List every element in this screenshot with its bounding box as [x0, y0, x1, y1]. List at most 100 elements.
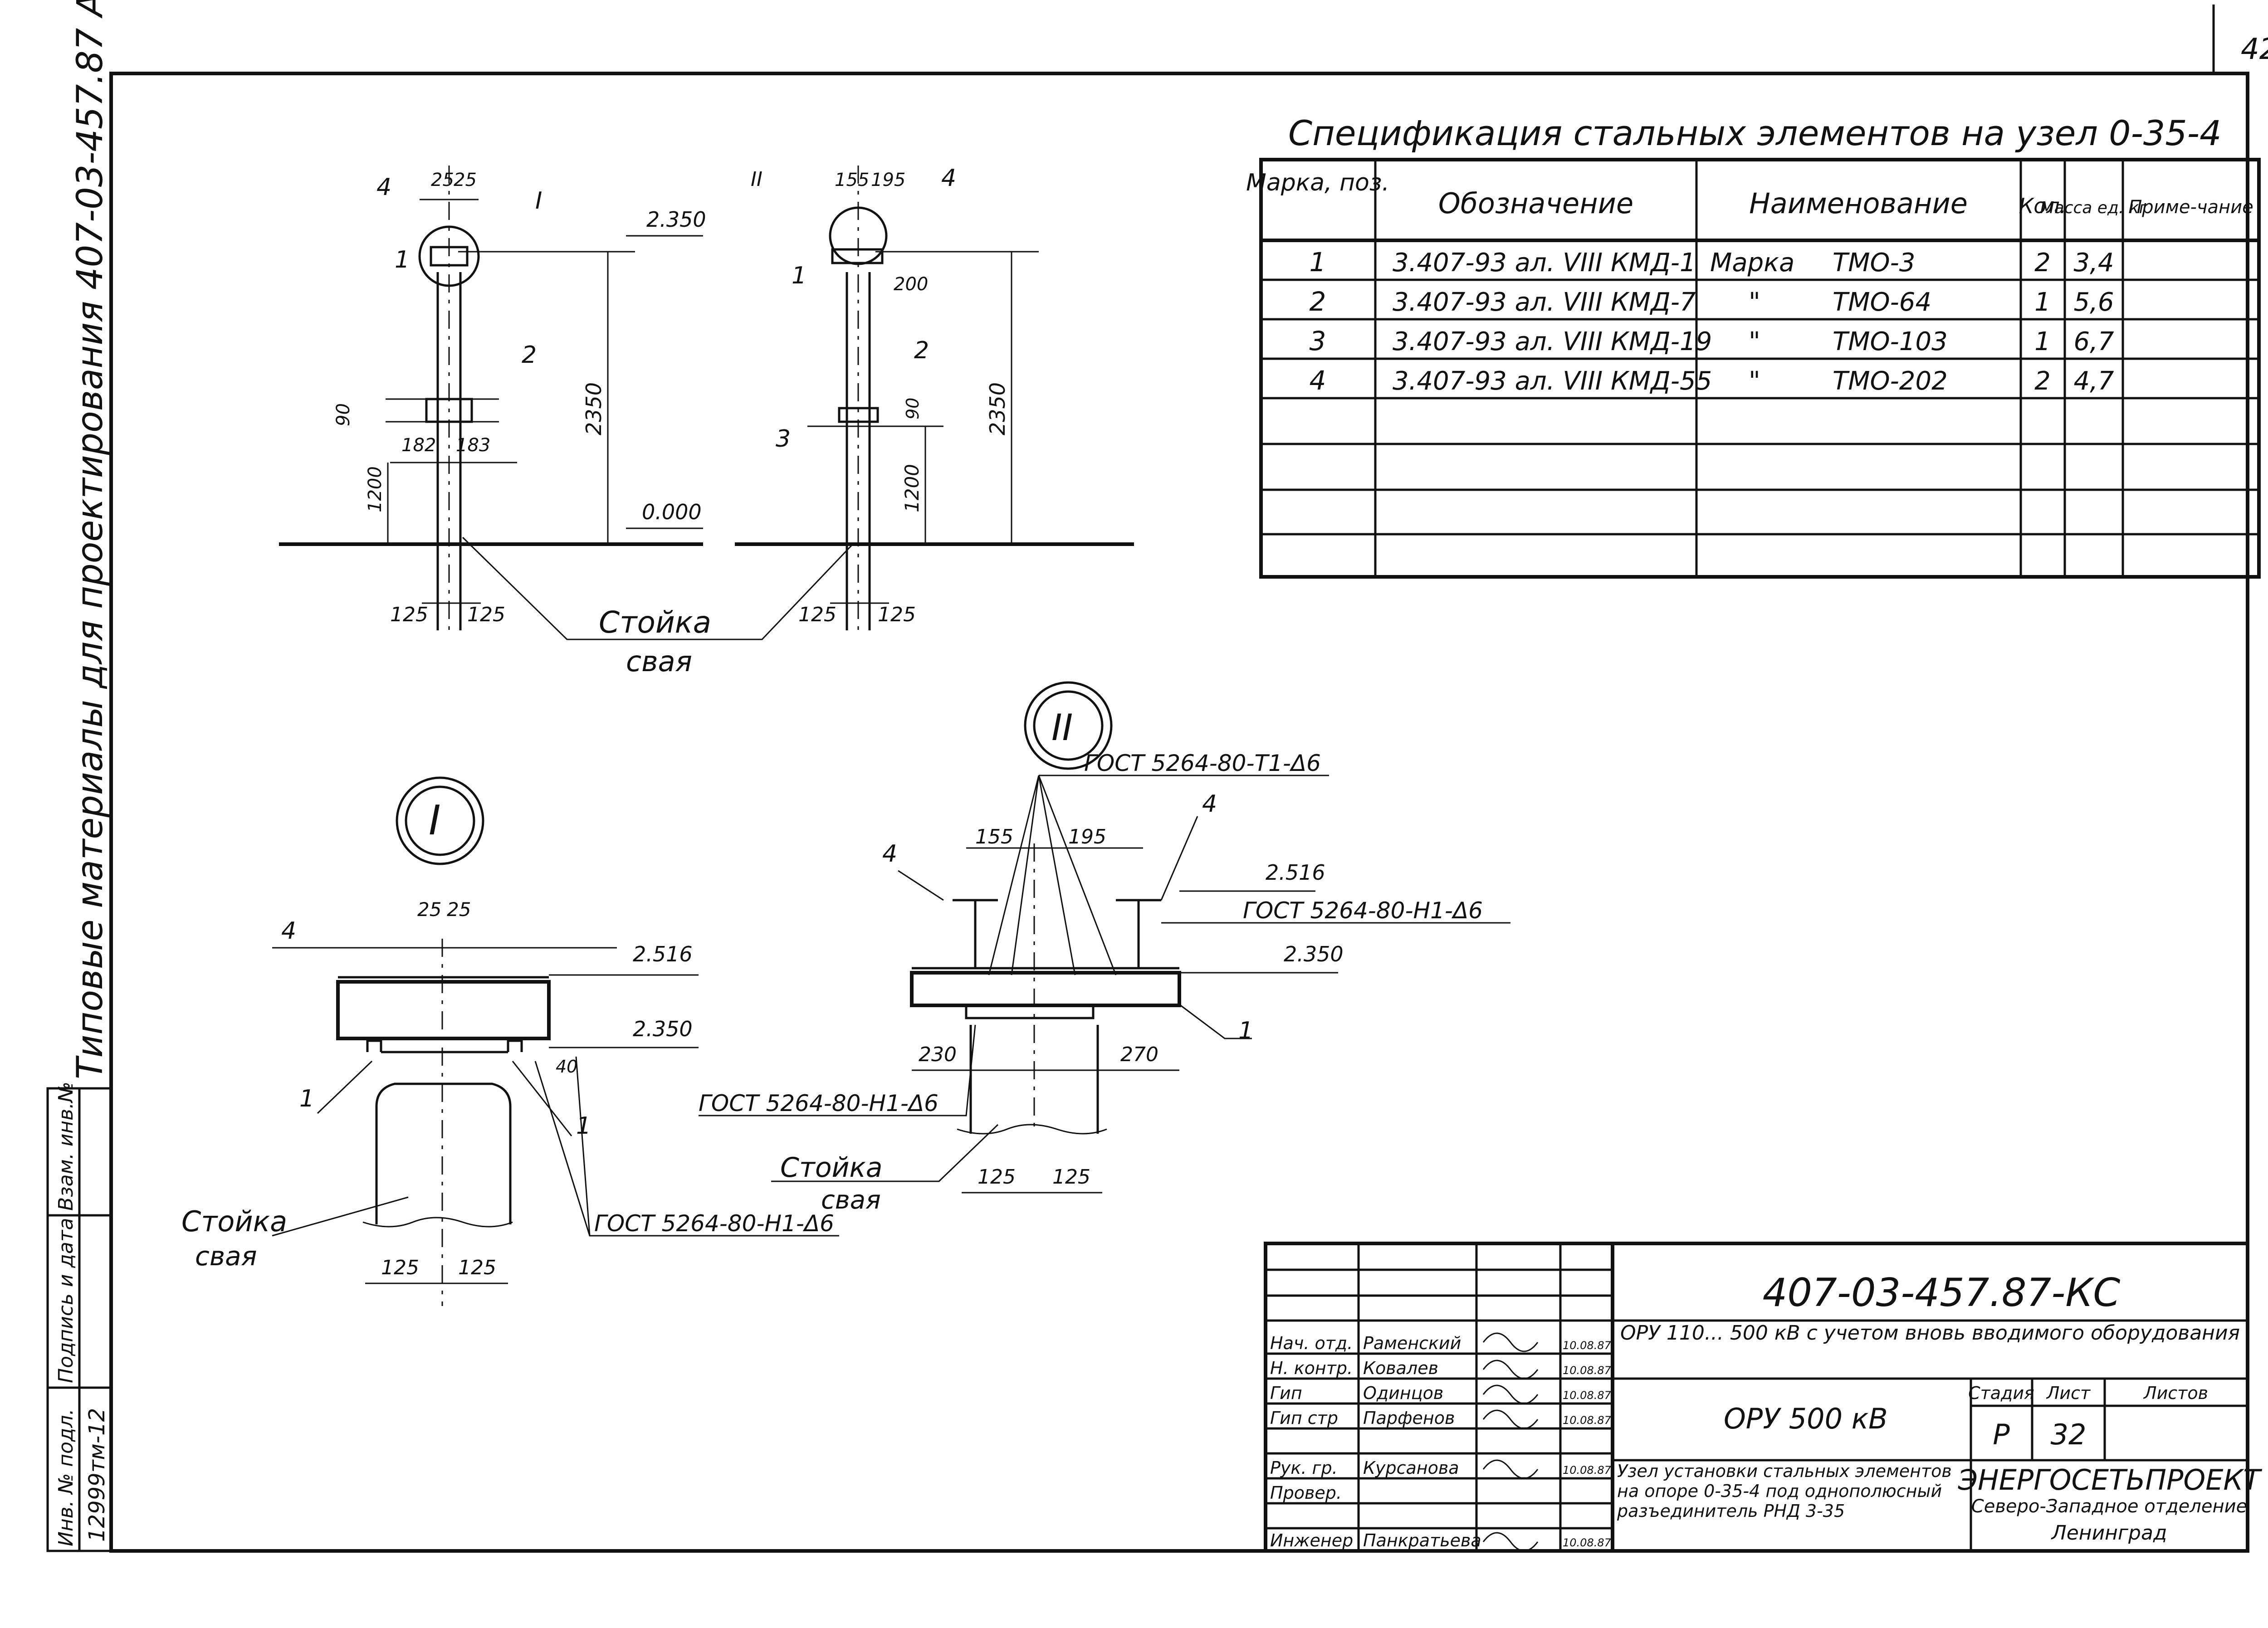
svg-text:3.407-93 ал. VIII КМД-1: 3.407-93 ал. VIII КМД-1 — [1393, 248, 1696, 278]
svg-text:25: 25 — [417, 898, 441, 921]
svg-text:Инженер: Инженер — [1270, 1531, 1353, 1550]
svg-text:": " — [1749, 288, 1760, 317]
svg-text:5,6: 5,6 — [2073, 288, 2114, 317]
svg-text:125: 125 — [878, 603, 916, 626]
title-block: 407-03-457.87-КС ОРУ 110... 500 кВ с уче… — [1264, 1242, 2263, 1553]
svg-text:3.407-93 ал. VIII КМД-7: 3.407-93 ал. VIII КМД-7 — [1393, 288, 1696, 317]
svg-text:40: 40 — [556, 1057, 577, 1077]
svg-text:Нач. отд.: Нач. отд. — [1270, 1333, 1353, 1353]
svg-text:2.350: 2.350 — [646, 207, 706, 232]
svg-text:ТМО-103: ТМО-103 — [1833, 327, 1948, 356]
svg-text:ТМО-202: ТМО-202 — [1833, 366, 1948, 396]
svg-text:4: 4 — [281, 917, 296, 945]
cap-plate — [336, 980, 551, 1040]
svg-text:200: 200 — [894, 274, 928, 295]
signature — [1482, 1384, 1539, 1404]
project-name: ОРУ 110... 500 кВ с учетом вновь вводимо… — [1620, 1322, 2240, 1345]
svg-text:Лист: Лист — [2046, 1383, 2091, 1403]
org-name: ЭНЕРГОСЕТЬПРОЕКТ — [1958, 1463, 2263, 1496]
inv-label: Инв. № подл. — [54, 1409, 78, 1546]
svg-text:1: 1 — [1310, 247, 1326, 278]
svg-text:10.08.87: 10.08.87 — [1563, 1364, 1612, 1377]
svg-text:1: 1 — [2034, 327, 2051, 356]
signature — [1482, 1532, 1539, 1552]
detail-view-2: II ГОСТ 5264-80-Т1-Δ6 155 195 4 4 2.516 … — [699, 681, 1510, 1215]
svg-text:25: 25 — [431, 170, 454, 190]
svg-text:4: 4 — [941, 165, 956, 192]
svg-text:0.000: 0.000 — [642, 500, 702, 524]
svg-text:Стойка: Стойка — [780, 1152, 883, 1184]
svg-text:ГОСТ 5264-80-Н1-Δ6: ГОСТ 5264-80-Н1-Δ6 — [1243, 897, 1483, 924]
svg-text:ГОСТ 5264-80-Т1-Δ6: ГОСТ 5264-80-Т1-Δ6 — [1084, 750, 1321, 776]
svg-text:Стадия: Стадия — [1968, 1383, 2034, 1403]
svg-text:Стойка: Стойка — [181, 1205, 287, 1238]
sheet-corner-number: 42 — [2241, 33, 2268, 66]
svg-text:свая: свая — [195, 1241, 257, 1272]
svg-text:195: 195 — [1068, 825, 1106, 848]
signature — [1482, 1360, 1539, 1379]
stoyka-label: Стойка свая — [462, 536, 854, 678]
elevation-view-1: 4 25 25 I 1 2 2.350 0.000 2350 90 1200 1… — [279, 166, 706, 630]
svg-text:Рук. гр.: Рук. гр. — [1270, 1458, 1338, 1478]
svg-text:230: 230 — [919, 1043, 957, 1066]
sheet-frame — [109, 72, 2249, 1553]
svg-text:125: 125 — [390, 603, 428, 626]
spec-title: Спецификация стальных элементов на узел … — [1288, 113, 2221, 153]
spec-header-pos: Марка, поз. — [1246, 169, 1389, 196]
detail-mark-circle — [1024, 681, 1113, 770]
inv-value: 12999тм-12 — [84, 1408, 110, 1542]
svg-text:ТМО-3: ТМО-3 — [1833, 248, 1915, 278]
svg-text:182: 182 — [401, 435, 436, 456]
svg-text:Одинцов: Одинцов — [1363, 1383, 1443, 1403]
svg-text:10.08.87: 10.08.87 — [1563, 1536, 1612, 1549]
svg-text:II: II — [751, 168, 763, 191]
spec-header-note: Приме-чание — [2128, 197, 2253, 218]
svg-text:195: 195 — [871, 170, 905, 190]
svg-text:1200: 1200 — [901, 464, 923, 512]
svg-text:ТМО-64: ТМО-64 — [1833, 288, 1931, 317]
svg-text:10.08.87: 10.08.87 — [1563, 1339, 1612, 1352]
signature — [1482, 1459, 1539, 1479]
svg-text:Курсанова: Курсанова — [1363, 1458, 1459, 1478]
svg-text:1: 1 — [576, 1112, 591, 1140]
svg-text:2: 2 — [914, 337, 929, 364]
svg-text:3.407-93 ал. VIII КМД-19: 3.407-93 ал. VIII КМД-19 — [1393, 327, 1712, 356]
svg-text:2.516: 2.516 — [633, 942, 693, 966]
table-row: 3 3.407-93 ал. VIII КМД-19 " ТМО-103 1 6… — [1310, 326, 2114, 356]
svg-text:2.516: 2.516 — [1266, 860, 1325, 885]
svg-text:свая: свая — [821, 1185, 881, 1215]
cap-plate — [910, 971, 1181, 1007]
svg-text:Листов: Листов — [2143, 1383, 2208, 1403]
svg-text:II: II — [1051, 707, 1073, 749]
svg-text:1: 1 — [1238, 1017, 1253, 1044]
svg-text:2.350: 2.350 — [633, 1017, 693, 1041]
svg-text:2: 2 — [522, 341, 537, 369]
svg-text:270: 270 — [1120, 1043, 1158, 1066]
svg-text:I: I — [535, 187, 542, 214]
svg-text:3: 3 — [776, 425, 791, 453]
svg-text:155: 155 — [975, 825, 1013, 848]
svg-text:6,7: 6,7 — [2073, 327, 2114, 356]
svg-text:90: 90 — [333, 403, 354, 426]
svg-text:155: 155 — [835, 170, 869, 190]
svg-text:4: 4 — [1310, 365, 1326, 396]
svg-text:25: 25 — [454, 170, 477, 190]
sheet-title: Узел установки стальных элементов на опо… — [1617, 1461, 1952, 1521]
table-row: Нач. отд. Раменский 10.08.87 — [1270, 1333, 1612, 1353]
svg-text:90: 90 — [903, 398, 923, 419]
doc-number: 407-03-457.87-КС — [1763, 1270, 2121, 1316]
svg-text:Гип: Гип — [1270, 1383, 1302, 1403]
signature — [1482, 1332, 1539, 1352]
svg-text:125: 125 — [458, 1256, 496, 1279]
podpis-label: Подпись и дата — [54, 1218, 78, 1383]
svg-text:1: 1 — [2034, 288, 2051, 317]
svg-text:125: 125 — [978, 1165, 1016, 1189]
svg-text:3.407-93 ал. VIII КМД-55: 3.407-93 ал. VIII КМД-55 — [1393, 366, 1712, 396]
svg-text:2: 2 — [2034, 366, 2051, 396]
table-row: Провер. — [1270, 1483, 1342, 1503]
svg-text:1200: 1200 — [365, 466, 386, 512]
svg-text:Раменский: Раменский — [1363, 1333, 1461, 1353]
